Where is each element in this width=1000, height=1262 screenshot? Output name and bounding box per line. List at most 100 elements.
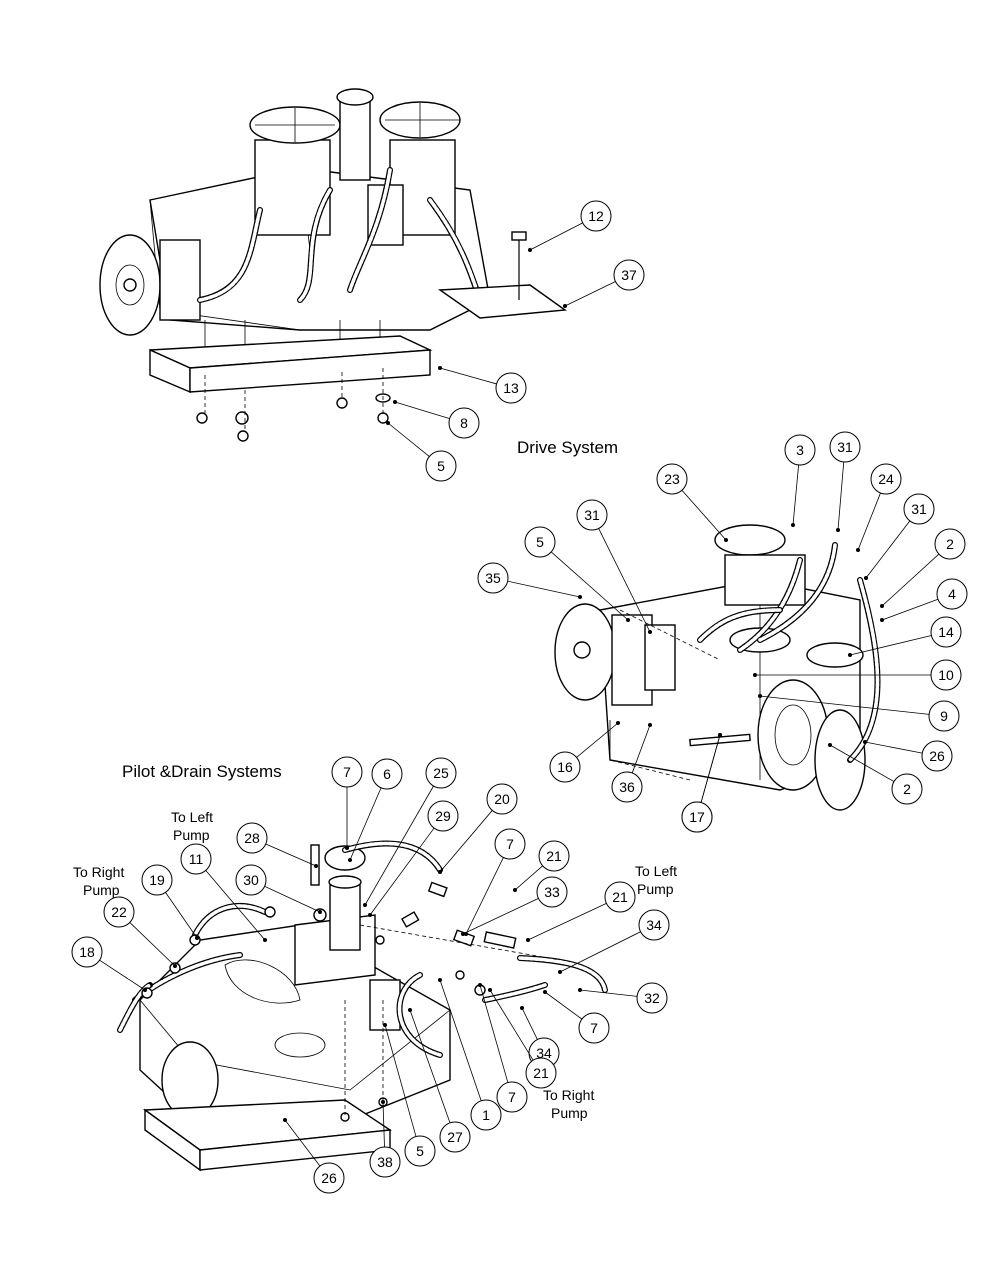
- callout-number: 16: [557, 759, 573, 775]
- callout-leader-line: [99, 959, 146, 991]
- callout-arrow-point: [758, 694, 762, 698]
- callout-number: 37: [621, 267, 637, 283]
- callout-circle: [425, 450, 457, 482]
- callout-arrow-point: [263, 938, 267, 942]
- callout-number: 8: [460, 415, 468, 431]
- callout-arrow-point: [578, 988, 582, 992]
- callout-drive-16: 36: [611, 723, 652, 803]
- callout-pilot-21: 7: [478, 983, 528, 1113]
- callout-drive-10: 4: [880, 578, 968, 622]
- callout-leader-line: [384, 1024, 417, 1137]
- callout-leader-line: [387, 422, 430, 457]
- callout-arrow-point: [513, 888, 517, 892]
- callout-circle: [870, 463, 902, 495]
- callout-number: 1: [482, 1107, 490, 1123]
- callout-arrow-point: [724, 538, 728, 542]
- callout-arrow-point: [478, 983, 482, 987]
- callout-circle: [578, 1012, 610, 1044]
- callout-leader-line: [265, 843, 317, 867]
- callout-arrow-point: [386, 421, 390, 425]
- callout-circle: [604, 881, 636, 913]
- callout-leader-line: [409, 1009, 451, 1123]
- callout-number: 24: [878, 471, 894, 487]
- callout-number: 22: [111, 904, 127, 920]
- callout-circle: [681, 801, 713, 833]
- callout-leader-line: [700, 734, 721, 803]
- callout-number: 7: [343, 764, 351, 780]
- callout-number: 7: [590, 1020, 598, 1036]
- callout-number: 36: [619, 779, 635, 795]
- callout-arrow-point: [195, 936, 199, 940]
- callout-arrow-point: [368, 913, 372, 917]
- callout-leader-line: [881, 598, 939, 621]
- pilot-drain-drawing: [117, 840, 608, 1172]
- callout-circle: [930, 616, 962, 648]
- callout-circle: [141, 864, 173, 896]
- callout-leader-line: [462, 898, 539, 935]
- callout-arrow-point: [753, 673, 757, 677]
- callout-drive-9: 35: [477, 562, 582, 599]
- callout-number: 21: [533, 1065, 549, 1081]
- callout-pilot-23: 27: [408, 1008, 471, 1153]
- callout-leader-line: [881, 553, 940, 607]
- callout-pilot-26: 26: [283, 1118, 345, 1194]
- callout-number: 2: [946, 536, 954, 552]
- callout-leader-line: [681, 489, 727, 541]
- callout-arrow-point: [314, 864, 318, 868]
- callout-leader-line: [521, 1007, 538, 1040]
- callout-leader-line: [514, 865, 543, 891]
- callout-number: 31: [911, 501, 927, 517]
- callout-layer: 1237138533123243131253541410916263621517…: [71, 200, 968, 1194]
- callout-arrow-point: [848, 653, 852, 657]
- callout-number: 7: [508, 1089, 516, 1105]
- callout-circle: [494, 828, 526, 860]
- callout-number: 7: [506, 836, 514, 852]
- callout-arrow-point: [791, 523, 795, 527]
- callout-number: 21: [612, 889, 628, 905]
- callout-arrow-point: [348, 858, 352, 862]
- callout-leader-line: [465, 857, 504, 935]
- callout-arrow-point: [856, 548, 860, 552]
- callout-top-4: 8: [393, 400, 480, 439]
- callout-arrow-point: [438, 870, 442, 874]
- callout-leader-line: [792, 464, 800, 526]
- callout-number: 20: [494, 791, 510, 807]
- callout-arrow-point: [381, 1100, 385, 1104]
- callout-drive-15: 26: [863, 740, 953, 772]
- callout-pilot-8: 19: [141, 864, 199, 940]
- callout-number: 28: [244, 830, 260, 846]
- callout-leader-line: [631, 724, 651, 774]
- callout-drive-12: 10: [753, 659, 962, 691]
- callout-leader-line: [864, 741, 923, 754]
- callout-leader-line: [489, 989, 534, 1061]
- callout-pilot-18: 7: [543, 990, 610, 1044]
- callout-leader-line: [205, 870, 266, 941]
- callout-number: 25: [433, 765, 449, 781]
- callout-leader-line: [369, 827, 435, 916]
- callout-pilot-13: 21: [513, 840, 570, 892]
- callout-leader-line: [564, 281, 616, 307]
- callout-number: 30: [243, 872, 259, 888]
- callout-drive-4: 24: [856, 463, 902, 552]
- callout-circle: [404, 1135, 436, 1167]
- top-assembly-drawing: [99, 88, 567, 442]
- callout-leader-line: [849, 635, 932, 656]
- callout-circle: [576, 499, 608, 531]
- callout-pilot-7: 11: [180, 843, 267, 942]
- callout-pilot-6: 29: [368, 800, 459, 917]
- callout-arrow-point: [345, 846, 349, 850]
- callout-drive-14: 16: [549, 721, 620, 783]
- callout-number: 11: [189, 851, 204, 867]
- callout-pilot-14: 33: [461, 876, 568, 936]
- callout-arrow-point: [828, 743, 832, 747]
- callout-number: 18: [79, 944, 95, 960]
- callout-number: 29: [435, 808, 451, 824]
- callout-circle: [486, 783, 518, 815]
- callout-leader-line: [857, 492, 881, 551]
- callout-leader-line: [544, 991, 583, 1020]
- callout-arrow-point: [393, 400, 397, 404]
